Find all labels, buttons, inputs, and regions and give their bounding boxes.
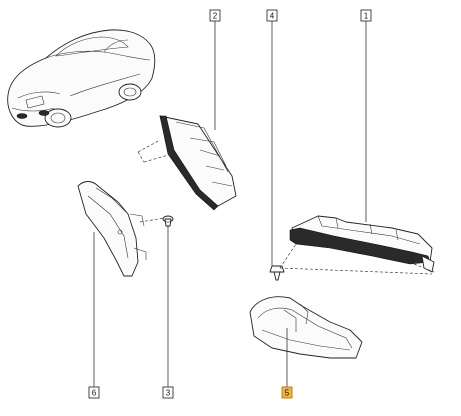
part-2-grille-strip bbox=[159, 115, 237, 211]
callout-5-highlighted: 5 bbox=[281, 386, 293, 399]
part-3-screw bbox=[162, 215, 174, 227]
callout-1: 1 bbox=[360, 9, 372, 22]
part-6-bracket bbox=[77, 181, 147, 277]
svg-text:5: 5 bbox=[285, 389, 290, 398]
svg-text:3: 3 bbox=[166, 389, 171, 398]
svg-text:4: 4 bbox=[270, 12, 275, 21]
part-5-lower-trim bbox=[249, 296, 363, 359]
vehicle-illustration bbox=[7, 29, 156, 128]
callout-2: 2 bbox=[209, 9, 221, 22]
svg-text:1: 1 bbox=[364, 12, 369, 21]
assembly-dashed-lines bbox=[137, 139, 435, 275]
leader-lines bbox=[93, 20, 367, 388]
callout-6: 6 bbox=[88, 386, 100, 399]
svg-text:6: 6 bbox=[92, 389, 97, 398]
svg-text:2: 2 bbox=[213, 12, 218, 21]
part-1-front-grille bbox=[289, 215, 435, 273]
callout-3: 3 bbox=[162, 386, 174, 399]
callout-4: 4 bbox=[266, 9, 278, 22]
